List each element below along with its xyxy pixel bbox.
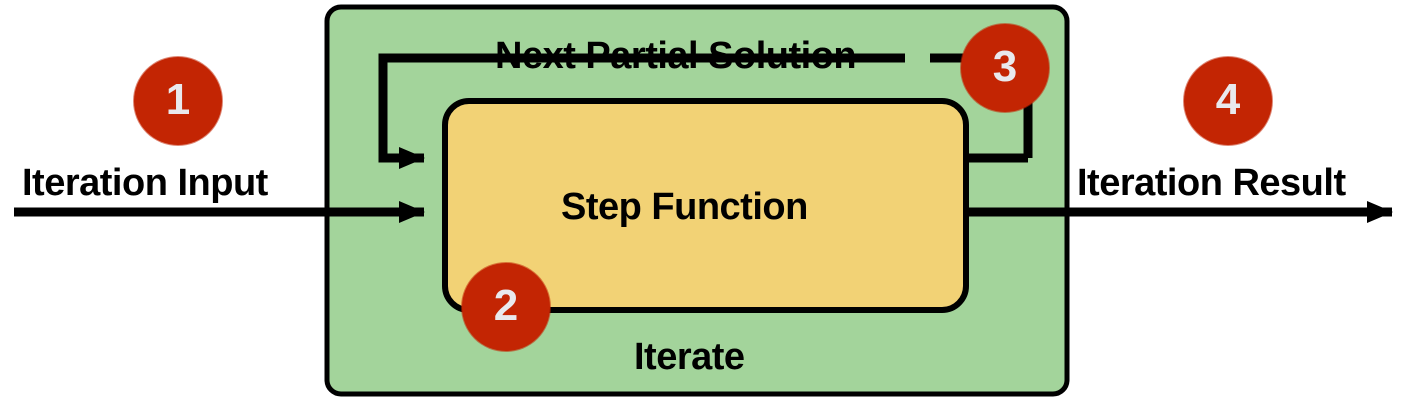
annotation-badge-3-number: 3: [992, 42, 1018, 91]
label-iteration-result: Iteration Result: [1077, 162, 1346, 204]
annotation-badge-1-number: 1: [165, 75, 191, 124]
label-step-function: Step Function: [561, 186, 808, 228]
annotation-badge-3[interactable]: 3: [961, 24, 1049, 112]
annotation-badge-2[interactable]: 2: [462, 263, 550, 351]
label-iterate: Iterate: [634, 336, 745, 378]
feedback-loop-left: [378, 53, 905, 169]
annotation-badge-1[interactable]: 1: [134, 57, 222, 145]
annotation-badge-4[interactable]: 4: [1184, 57, 1272, 145]
label-next-partial-solution: Next Partial Solution: [495, 35, 857, 77]
annotation-badge-2-number: 2: [493, 281, 519, 330]
label-iteration-input: Iteration Input: [22, 162, 268, 204]
annotation-badge-4-number: 4: [1215, 75, 1241, 124]
step-function-box[interactable]: [442, 98, 969, 313]
